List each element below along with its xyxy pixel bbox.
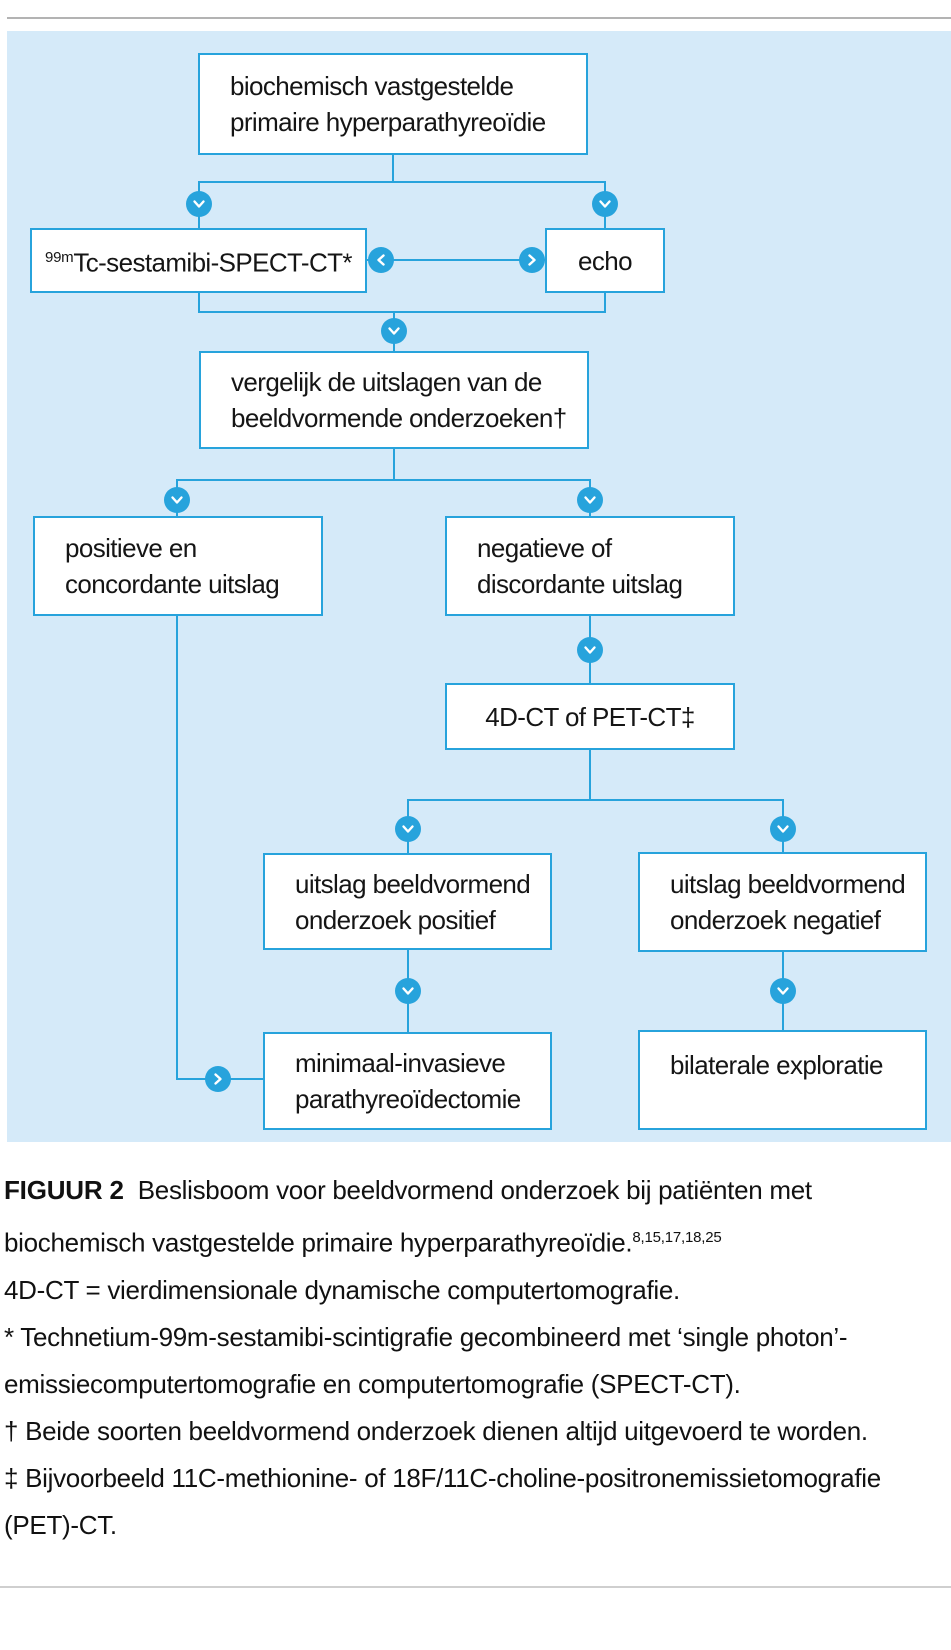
node-label: onderzoek negatief — [670, 905, 881, 935]
top-divider — [7, 17, 951, 19]
node-label: minimaal-invasieve — [295, 1048, 506, 1078]
node-label: uitslag beeldvormend — [670, 869, 906, 899]
node-label: vergelijk de uitslagen van de — [231, 367, 542, 397]
node-label: 99mTc-sestamibi-SPECT-CT* — [45, 247, 353, 278]
connector-line — [176, 479, 591, 481]
caption-line: ‡ Bijvoorbeeld 11C-methionine- of 18F/11… — [4, 1462, 881, 1493]
node-bilaterale-exploratie: bilaterale exploratie — [638, 1030, 927, 1130]
node-echo: echo — [545, 228, 665, 293]
chevron-down-icon — [592, 191, 618, 217]
node-label: echo — [578, 245, 633, 276]
caption-line: emissiecomputertomografie en computertom… — [4, 1368, 741, 1399]
caption-line: 4D-CT = vierdimensionale dynamische comp… — [4, 1274, 680, 1305]
node-label: uitslag beeldvormend — [295, 868, 531, 899]
chevron-down-icon — [395, 978, 421, 1004]
connector-line — [176, 616, 178, 1080]
caption-line: † Beide soorten beeldvormend onderzoek d… — [4, 1415, 868, 1446]
node-label: concordante uitslag — [65, 569, 280, 599]
node-label: parathyreoïdectomie — [295, 1084, 521, 1114]
connector-line — [198, 293, 200, 313]
node-label: 4D-CT of PET-CT‡ — [485, 701, 695, 732]
node-label: positieve en — [65, 533, 197, 563]
isotope-superscript: 99m — [45, 249, 74, 267]
connector-line — [198, 181, 606, 183]
connector-line — [367, 259, 545, 261]
chevron-right-icon — [519, 247, 545, 273]
node-uitslag-positief: uitslag beeldvormend onderzoek positief — [263, 853, 552, 950]
chevron-down-icon — [577, 487, 603, 513]
chevron-down-icon — [395, 816, 421, 842]
node-label: negatieve of — [477, 533, 612, 563]
node-uitslag-negatief: uitslag beeldvormend onderzoek negatief — [638, 852, 927, 952]
chevron-down-icon — [381, 318, 407, 344]
node-label: biochemisch vastgestelde — [230, 71, 514, 101]
chevron-down-icon — [164, 487, 190, 513]
bottom-divider — [0, 1586, 951, 1588]
connector-line — [393, 449, 395, 481]
node-label: onderzoek positief — [295, 904, 496, 935]
connector-line — [407, 799, 784, 801]
chevron-down-icon — [770, 978, 796, 1004]
node-label: bilaterale exploratie — [670, 1050, 883, 1080]
node-vergelijk-uitslagen: vergelijk de uitslagen van de beeldvorme… — [199, 351, 589, 449]
node-4dct-petct: 4D-CT of PET-CT‡ — [445, 683, 735, 750]
node-positief-concordant: positieve en concordante uitslag — [33, 516, 323, 616]
node-label: discordante uitslag — [477, 569, 683, 599]
connector-line — [198, 311, 606, 313]
node-label: primaire hyperparathyreoïdie — [230, 107, 546, 137]
connector-line — [589, 750, 591, 801]
node-spect-ct: 99mTc-sestamibi-SPECT-CT* — [30, 228, 367, 293]
node-negatief-discordant: negatieve of discordante uitslag — [445, 516, 735, 616]
connector-line — [392, 155, 394, 183]
chevron-down-icon — [186, 191, 212, 217]
chevron-down-icon — [770, 816, 796, 842]
caption-line: * Technetium-99m-sestamibi-scintigrafie … — [4, 1321, 848, 1352]
figure-number: FIGUUR 2 — [4, 1175, 124, 1205]
caption-line: (PET)-CT. — [4, 1509, 117, 1540]
node-label: beeldvormende onderzoeken† — [231, 403, 567, 433]
chevron-left-icon — [368, 247, 394, 273]
node-minimaal-invasieve-parathyreoidectomie: minimaal-invasieve parathyreoïdectomie — [263, 1032, 552, 1130]
caption-line: biochemisch vastgestelde primaire hyperp… — [4, 1227, 722, 1258]
chevron-right-icon — [205, 1066, 231, 1092]
chevron-down-icon — [577, 637, 603, 663]
node-biochemisch-phpt: biochemisch vastgestelde primaire hyperp… — [198, 53, 588, 155]
connector-line — [604, 293, 606, 313]
reference-numbers: 8,15,17,18,25 — [632, 1229, 722, 1246]
